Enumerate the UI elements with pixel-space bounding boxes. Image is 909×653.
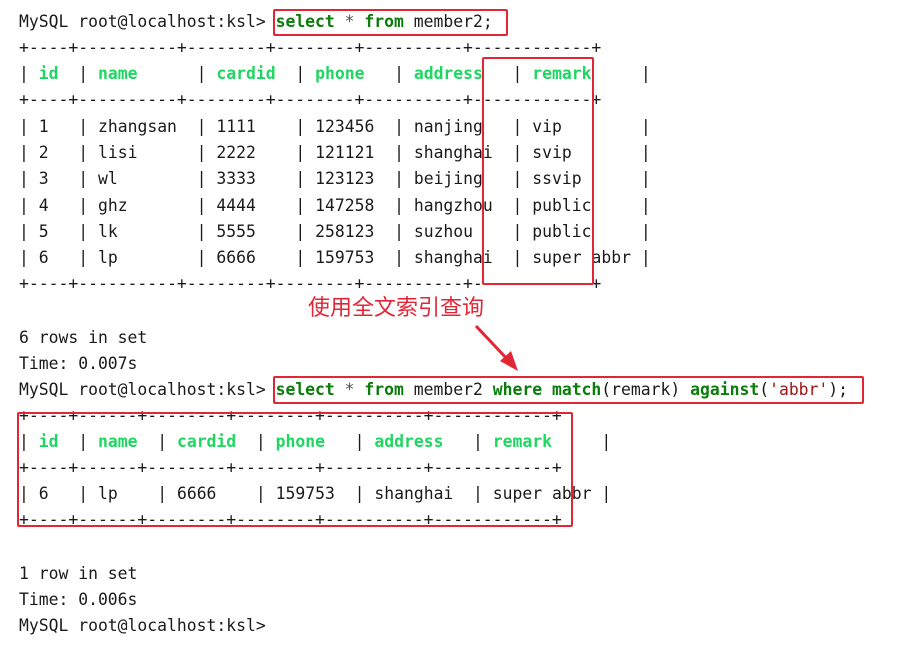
rows-count-1: 6 rows in set	[19, 328, 148, 347]
time-2: Time: 0.006s	[19, 590, 138, 609]
column-header: id	[38, 432, 59, 451]
table-cell: ghz	[97, 195, 128, 215]
column-header: id	[38, 64, 59, 83]
table-row: | 4 | ghz | 4444 | 147258 | hangzhou | p…	[19, 195, 651, 215]
table-cell: hangzhou	[413, 195, 493, 215]
table-cell: 5	[38, 221, 49, 241]
star: *	[344, 12, 355, 31]
table-cell: lp	[97, 248, 118, 267]
star: *	[344, 380, 355, 399]
table-cell: 3333	[216, 169, 256, 189]
table-cell: shanghai	[413, 143, 493, 163]
table-cell: 2	[38, 143, 49, 163]
column-header: remark	[532, 64, 592, 83]
table-cell: zhangsan	[97, 117, 177, 136]
table-row: | 3 | wl | 3333 | 123123 | beijing | ssv…	[19, 169, 651, 189]
keyword-from: from	[364, 12, 404, 31]
table-row: | 6 | lp | 6666 | 159753 | shanghai | su…	[19, 484, 612, 503]
table-header-row: | id | name | cardid | phone | address |…	[19, 64, 651, 83]
table-cell: 121121	[315, 143, 375, 163]
prompt-line: MySQL root@localhost:ksl>	[19, 616, 266, 635]
table-cell: 3	[38, 169, 49, 189]
table-cell: 4444	[216, 195, 256, 215]
command-line-2: MySQL root@localhost:ksl> select * from …	[19, 380, 848, 400]
table-border: +----+------+--------+--------+---------…	[19, 458, 562, 477]
prompt: MySQL root@localhost:ksl>	[19, 12, 266, 31]
table-cell: 2222	[216, 143, 256, 163]
table-cell: wl	[97, 169, 118, 189]
match-argument: (remark)	[601, 380, 681, 399]
table-cell: lk	[97, 221, 118, 241]
table-cell: 123123	[315, 169, 375, 189]
table-cell: public	[532, 195, 592, 215]
table-border: +----+------+--------+--------+---------…	[19, 510, 562, 529]
table-cell: lisi	[97, 143, 138, 163]
table-border: +----+----------+--------+--------+-----…	[19, 38, 602, 57]
keyword-against: against	[690, 380, 760, 399]
command-line-1: MySQL root@localhost:ksl> select * from …	[19, 12, 493, 32]
table-cell: 5555	[216, 221, 256, 241]
keyword-select: select	[275, 380, 335, 399]
table-cell: 159753	[275, 484, 335, 503]
table-border: +----+----------+--------+--------+-----…	[19, 274, 602, 293]
table-cell: 147258	[315, 195, 375, 215]
table-cell: 1111	[216, 117, 256, 136]
table-row: | 6 | lp | 6666 | 159753 | shanghai | su…	[19, 248, 651, 267]
column-header: phone	[315, 64, 365, 83]
table-cell: 123456	[315, 117, 375, 136]
table-header-row: | id | name | cardid | phone | address |…	[19, 432, 612, 451]
column-header: name	[97, 64, 138, 83]
column-header: cardid	[216, 64, 276, 83]
column-header: remark	[492, 432, 553, 451]
table-cell: 6666	[176, 484, 217, 503]
table-cell: 4	[38, 195, 49, 215]
table-cell: suzhou	[413, 221, 474, 241]
search-string: 'abbr'	[769, 380, 829, 399]
keyword-select: select	[275, 12, 335, 31]
table-cell: 1	[38, 117, 49, 136]
table-border: +----+------+--------+--------+---------…	[19, 406, 562, 425]
table-cell: shanghai	[413, 248, 493, 267]
table-border: +----+----------+--------+--------+-----…	[19, 90, 602, 109]
table-cell: super abbr	[532, 248, 631, 267]
query2-highlight-box	[273, 376, 864, 404]
column-header: address	[413, 64, 483, 83]
keyword-from: from	[364, 380, 404, 399]
keyword-match: match	[551, 380, 602, 399]
table-cell: 258123	[315, 221, 375, 241]
prompt: MySQL root@localhost:ksl>	[19, 380, 266, 399]
keyword-where: where	[492, 380, 543, 399]
table2-highlight-box	[17, 412, 573, 527]
annotation-text: 使用全文索引查询	[308, 296, 485, 321]
table-name: member2	[413, 380, 483, 399]
query1-highlight-box	[273, 9, 508, 36]
table-cell: svip	[532, 143, 572, 163]
time-1: Time: 0.007s	[19, 354, 138, 373]
table-cell: vip	[532, 117, 562, 136]
table-cell: ssvip	[532, 169, 582, 189]
rows-count-2: 1 row in set	[19, 564, 138, 583]
column-header: name	[97, 432, 138, 451]
paren-close: );	[828, 380, 849, 399]
table-row: | 1 | zhangsan | 1111 | 123456 | nanjing…	[19, 117, 651, 136]
table-row: | 5 | lk | 5555 | 258123 | suzhou | publ…	[19, 221, 651, 241]
column-header: cardid	[176, 432, 237, 451]
table-cell: 6	[38, 248, 49, 267]
table-cell: beijing	[413, 169, 483, 189]
paren-open: (	[759, 380, 770, 399]
table-cell: 159753	[315, 248, 375, 267]
table-cell: lp	[97, 484, 118, 503]
table-row: | 2 | lisi | 2222 | 121121 | shanghai | …	[19, 143, 651, 163]
table-cell: nanjing	[413, 117, 483, 136]
table-cell: shanghai	[374, 484, 454, 503]
remark-column-highlight-box	[482, 57, 594, 285]
table-cell: public	[532, 221, 592, 241]
table-cell: 6	[38, 484, 49, 503]
column-header: phone	[275, 432, 325, 451]
table-name: member2;	[413, 12, 493, 31]
column-header: address	[374, 432, 444, 451]
table-cell: 6666	[216, 248, 256, 267]
